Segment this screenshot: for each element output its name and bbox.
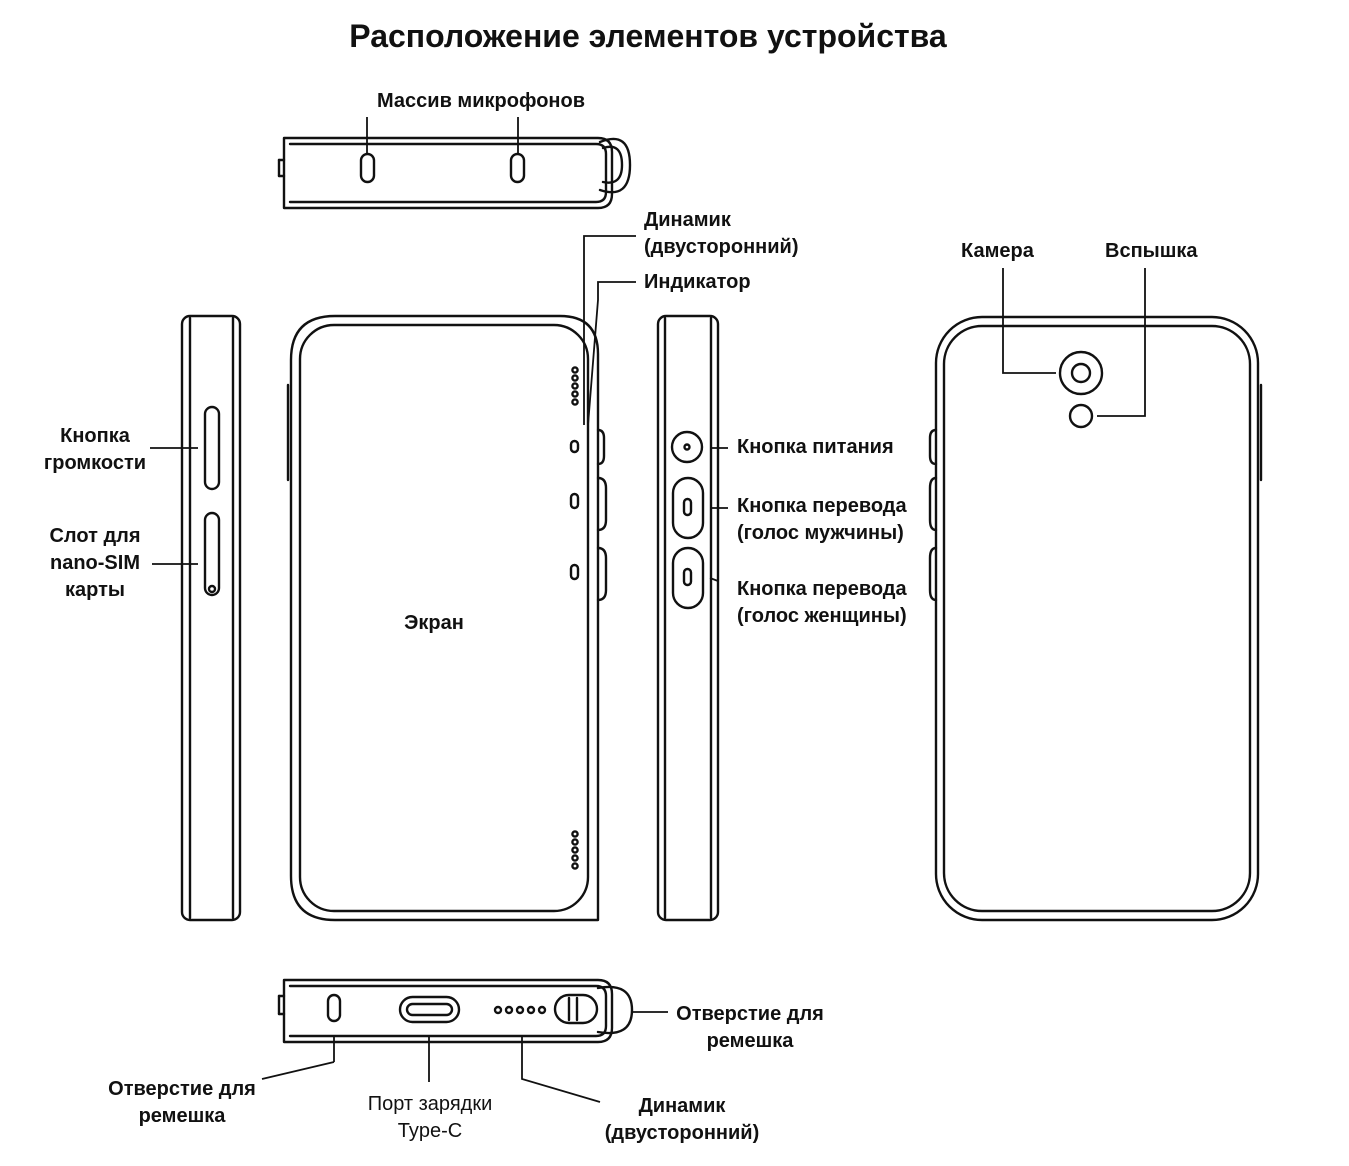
label-indicator: Индикатор — [644, 271, 751, 293]
label-power-button: Кнопка питания — [737, 436, 894, 458]
page-title: Расположение элементов устройства — [349, 18, 947, 54]
label-speaker-bottom: Динамик (двусторонний) — [604, 1095, 760, 1144]
label-camera: Камера — [961, 240, 1034, 262]
screen-area — [300, 325, 588, 911]
top-speaker-grille — [572, 367, 577, 404]
label-translate-male: Кнопка перевода (голос мужчины) — [737, 495, 907, 544]
microphone-hole-right — [511, 154, 524, 182]
power-button — [672, 432, 702, 462]
camera-lens — [1060, 352, 1102, 394]
label-speaker-top: Динамик (двусторонний) — [644, 209, 799, 258]
label-screen: Экран — [404, 612, 464, 634]
bottom-speaker-holes — [495, 1007, 545, 1013]
label-translate-female: Кнопка перевода (голос женщины) — [737, 578, 907, 627]
translate-female-button — [673, 548, 703, 608]
device-back-view — [930, 317, 1261, 920]
sim-tray — [205, 513, 219, 595]
device-front-view — [288, 316, 606, 920]
device-left-side-view — [182, 316, 240, 920]
label-mic-array: Массив микрофонов — [377, 90, 585, 112]
label-charging-port: Порт зарядки Type-C — [367, 1093, 493, 1142]
bottom-speaker-grille — [572, 831, 577, 868]
label-strap-hole-right: Отверстие для ремешка — [676, 1003, 824, 1052]
label-volume-button: Кнопка громкости — [43, 425, 147, 474]
translate-male-button — [673, 478, 703, 538]
label-flash: Вспышка — [1105, 240, 1198, 262]
device-bottom-view — [279, 980, 632, 1042]
label-strap-hole-left: Отверстие для ремешка — [108, 1078, 256, 1127]
device-top-view — [279, 138, 630, 208]
device-right-side-view — [658, 316, 718, 920]
flash — [1070, 405, 1092, 427]
bottom-hole — [328, 995, 340, 1021]
microphone-hole-left — [361, 154, 374, 182]
strap-slot — [555, 995, 597, 1023]
usb-c-port — [400, 997, 459, 1022]
label-sim-slot: Слот для nano-SIM карты — [49, 525, 141, 601]
volume-button — [205, 407, 219, 489]
